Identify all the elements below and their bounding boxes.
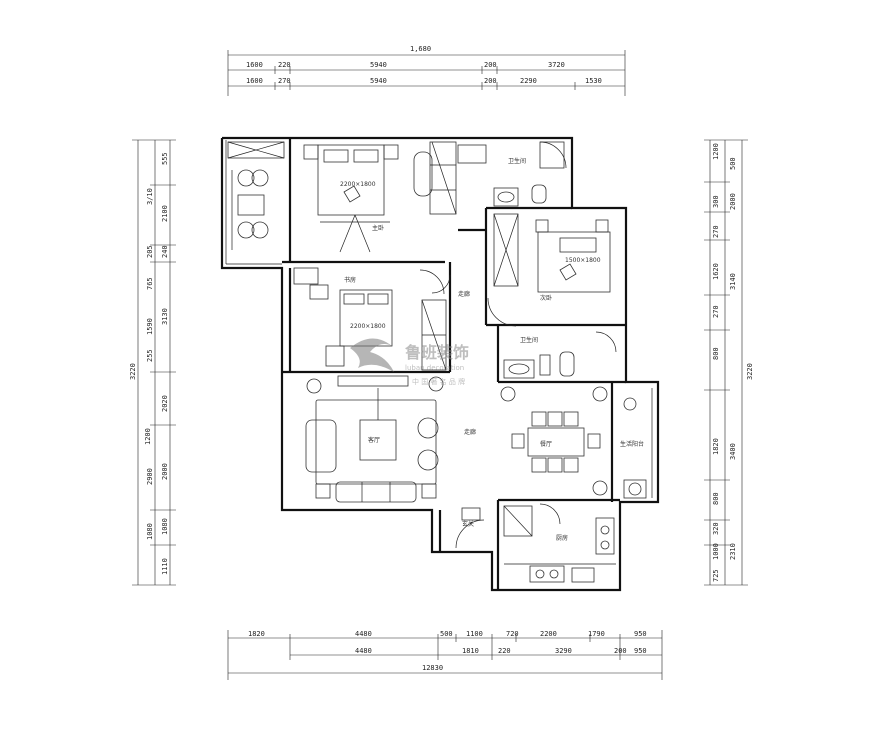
bottom-dim-2: 4480 <box>355 630 372 638</box>
right-dim-8: 800 <box>712 492 720 505</box>
hall-label: 走廊 <box>464 428 476 436</box>
right-total-dim: 3220 <box>746 363 754 380</box>
bottom-dim-13: 200 <box>614 647 627 655</box>
right-dim-4: 1620 <box>712 263 720 280</box>
right-dim-1: 1200 <box>712 143 720 160</box>
left-dim-14: 255 <box>146 349 154 362</box>
bottom-dim-11: 220 <box>498 647 511 655</box>
left-dim-4: 3130 <box>161 308 169 325</box>
bottom-dim-7: 1790 <box>588 630 605 638</box>
second-bedroom: 1500×1800 次卧 <box>487 213 611 327</box>
bottom-dim-9: 4480 <box>355 647 372 655</box>
left-dimensions: 555 2100 240 3130 2020 1200 2000 1080 11… <box>129 139 176 586</box>
right-dim-6: 800 <box>712 347 720 360</box>
right-dim-10: 500 <box>729 157 737 170</box>
right-dimensions: 1200 300 270 1620 270 800 1820 800 320 5… <box>704 139 754 586</box>
top-dim-3: 5940 <box>370 61 387 69</box>
watermark-tagline: 中 国 著 名 品 牌 <box>412 377 465 386</box>
logo-mark-icon <box>350 338 394 372</box>
left-dim-8: 1080 <box>161 518 169 535</box>
left-dim-5: 2020 <box>161 395 169 412</box>
bottom-dim-1: 1820 <box>248 630 265 638</box>
left-dim-7: 2000 <box>161 463 169 480</box>
top-dim-11: 1530 <box>585 77 602 85</box>
corridor: 走廊 <box>431 274 470 298</box>
right-dim-16: 725 <box>712 569 720 582</box>
master-bedroom: 2200×1800 主卧 <box>227 141 487 253</box>
corridor-label: 走廊 <box>458 290 470 298</box>
bottom-dim-14: 950 <box>634 647 647 655</box>
bottom-dim-5: 720 <box>506 630 519 638</box>
dining-label: 餐厅 <box>540 440 552 448</box>
master-bedroom-label: 主卧 <box>372 224 384 232</box>
bottom-dim-10: 1810 <box>462 647 479 655</box>
entry-label: 玄关 <box>462 520 474 528</box>
right-dim-5: 270 <box>712 305 720 318</box>
left-dim-10: 3/10 <box>146 188 154 205</box>
top-dim-5: 3720 <box>548 61 565 69</box>
bottom-dim-8: 950 <box>634 630 647 638</box>
watermark-subtitle: luban decoration <box>405 364 464 372</box>
left-dim-3: 240 <box>161 245 169 258</box>
right-dim-7: 1820 <box>712 438 720 455</box>
right-dim-15: 1000 <box>712 543 720 560</box>
left-dim-15: 2900 <box>146 468 154 485</box>
left-dim-1: 555 <box>161 152 169 165</box>
top-dim-1: 1600 <box>246 61 263 69</box>
middle-bathroom: 卫生间 <box>503 331 617 379</box>
bottom-dim-6: 2200 <box>540 630 557 638</box>
study-label: 书房 <box>344 276 356 284</box>
watermark-brand: 鲁班装饰 <box>404 343 469 362</box>
entry: 玄关 <box>455 507 485 549</box>
living-label: 客厅 <box>368 436 380 444</box>
top-dim-7: 270 <box>278 77 291 85</box>
kitchen-label: 厨房 <box>556 534 568 542</box>
brand-watermark: 鲁班装饰 luban decoration 中 国 著 名 品 牌 <box>350 338 469 386</box>
top-dimensions: 1,680 1600 220 5940 200 3720 1600 270 59… <box>227 45 626 96</box>
dining-area: 餐厅 走廊 <box>464 386 608 496</box>
laundry-balcony: 生活阳台 <box>620 388 653 499</box>
right-dim-14: 2310 <box>729 543 737 560</box>
right-dim-13: 3400 <box>729 443 737 460</box>
study: 书房 2200×1800 <box>293 267 447 371</box>
middle-bath-label: 卫生间 <box>520 336 538 344</box>
right-dim-12: 3140 <box>729 273 737 290</box>
bottom-dim-12: 3290 <box>555 647 572 655</box>
bottom-total-dim: 12830 <box>422 664 443 672</box>
bottom-dim-4: 1100 <box>466 630 483 638</box>
second-bedroom-size: 1500×1800 <box>565 257 601 264</box>
left-dim-12: 765 <box>146 277 154 290</box>
top-dim-8: 5940 <box>370 77 387 85</box>
bottom-dimensions: 1820 4480 500 1100 720 2200 1790 950 448… <box>227 630 663 680</box>
left-total-dim: 3220 <box>129 363 137 380</box>
top-dim-10: 2290 <box>520 77 537 85</box>
left-dim-11: 205 <box>146 245 154 258</box>
bottom-dim-3: 500 <box>440 630 453 638</box>
master-bedroom-size: 2200×1800 <box>340 181 376 188</box>
left-dim-13: 1590 <box>146 318 154 335</box>
right-dim-3: 270 <box>712 225 720 238</box>
right-dim-2: 300 <box>712 195 720 208</box>
left-dim-2: 2100 <box>161 205 169 222</box>
exterior-walls <box>220 136 660 592</box>
top-bathroom: 卫生间 <box>493 141 567 207</box>
right-dim-11: 2000 <box>729 193 737 210</box>
left-dim-16: 1080 <box>146 523 154 540</box>
top-dim-6: 1600 <box>246 77 263 85</box>
top-dim-4: 200 <box>484 61 497 69</box>
kitchen: 厨房 <box>503 503 616 583</box>
top-dim-2: 220 <box>278 61 291 69</box>
living-room: 客厅 <box>305 375 444 503</box>
left-dim-6: 1200 <box>144 428 152 445</box>
laundry-label: 生活阳台 <box>620 440 644 448</box>
second-bedroom-label: 次卧 <box>540 294 552 302</box>
left-dim-9: 1110 <box>161 558 169 575</box>
top-total-dim: 1,680 <box>410 45 431 53</box>
right-dim-9: 320 <box>712 522 720 535</box>
study-size: 2200×1800 <box>350 323 386 330</box>
top-dim-9: 200 <box>484 77 497 85</box>
top-bath-label: 卫生间 <box>508 157 526 165</box>
